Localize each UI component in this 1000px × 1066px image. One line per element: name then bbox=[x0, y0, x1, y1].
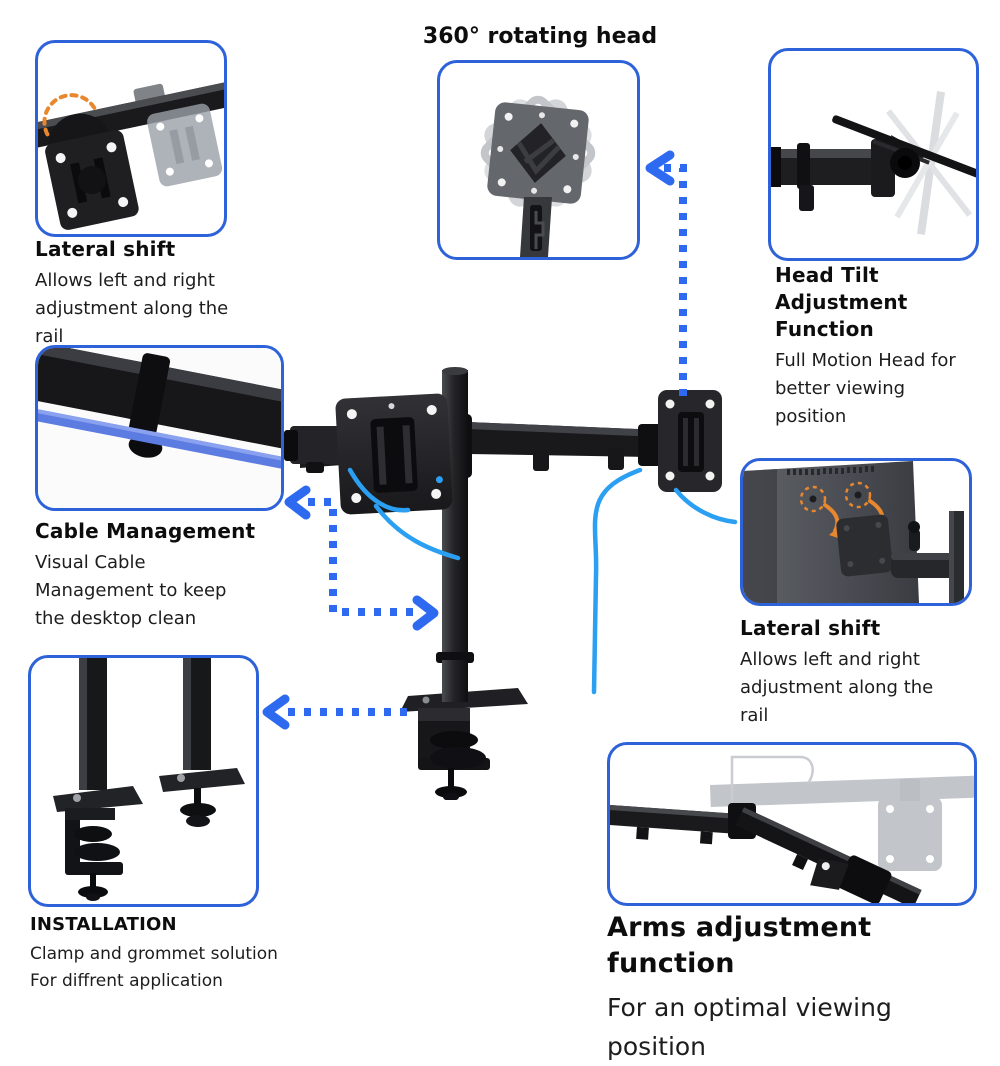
rail-shift-illustration bbox=[38, 77, 224, 230]
monitor-back-illustration bbox=[743, 461, 964, 603]
arms-adjustment-caption: Arms adjustment function For an optimal … bbox=[607, 910, 987, 1066]
installation-title: INSTALLATION bbox=[30, 914, 177, 935]
cable-management-caption: Cable Management Visual Cable Management… bbox=[35, 518, 257, 633]
installation-caption: INSTALLATION Clamp and grommet solution … bbox=[30, 913, 315, 994]
arms-adjustment-desc: For an optimal viewing position bbox=[607, 992, 892, 1061]
rotating-head-title: 360° rotating head bbox=[422, 24, 658, 49]
lateral-shift-top-title: Lateral shift bbox=[35, 237, 176, 261]
lateral-shift-top-caption: Lateral shift Allows left and right adju… bbox=[35, 236, 253, 351]
rotating-head-illustration bbox=[480, 95, 596, 257]
cable-management-illustration bbox=[38, 348, 281, 508]
lateral-shift-right-caption: Lateral shift Allows left and right adju… bbox=[740, 615, 955, 730]
head-tilt-desc: Full Motion Head for better viewing posi… bbox=[775, 350, 956, 427]
head-tilt-illustration bbox=[771, 91, 976, 235]
lateral-shift-right-photo bbox=[740, 458, 972, 606]
dual-monitor-mount-illustration bbox=[284, 367, 738, 800]
head-tilt-photo bbox=[768, 48, 979, 261]
infographic-canvas: 360° rotating head bbox=[28, 24, 979, 1061]
cable-management-desc: Visual Cable Management to keep the desk… bbox=[35, 552, 227, 629]
cable-management-photo bbox=[35, 345, 284, 511]
arrowhead-rotating-head bbox=[645, 150, 675, 186]
head-tilt-title: Head Tilt Adjustment Function bbox=[775, 263, 908, 341]
cable-management-title: Cable Management bbox=[35, 519, 256, 543]
lateral-shift-top-photo bbox=[35, 40, 227, 237]
installation-photo bbox=[28, 655, 259, 907]
head-tilt-caption: Head Tilt Adjustment Function Full Motio… bbox=[775, 262, 975, 431]
clamp-grommet-illustration bbox=[53, 658, 245, 901]
arms-adjustment-illustration bbox=[610, 755, 974, 903]
arms-adjustment-title: Arms adjustment function bbox=[607, 912, 872, 980]
arms-adjustment-photo bbox=[607, 742, 977, 906]
rotating-head-photo bbox=[437, 60, 640, 260]
installation-desc: Clamp and grommet solution For diffrent … bbox=[30, 944, 278, 991]
lateral-shift-right-title: Lateral shift bbox=[740, 616, 881, 640]
lateral-shift-right-desc: Allows left and right adjustment along t… bbox=[740, 649, 934, 726]
lateral-shift-top-desc: Allows left and right adjustment along t… bbox=[35, 270, 229, 347]
